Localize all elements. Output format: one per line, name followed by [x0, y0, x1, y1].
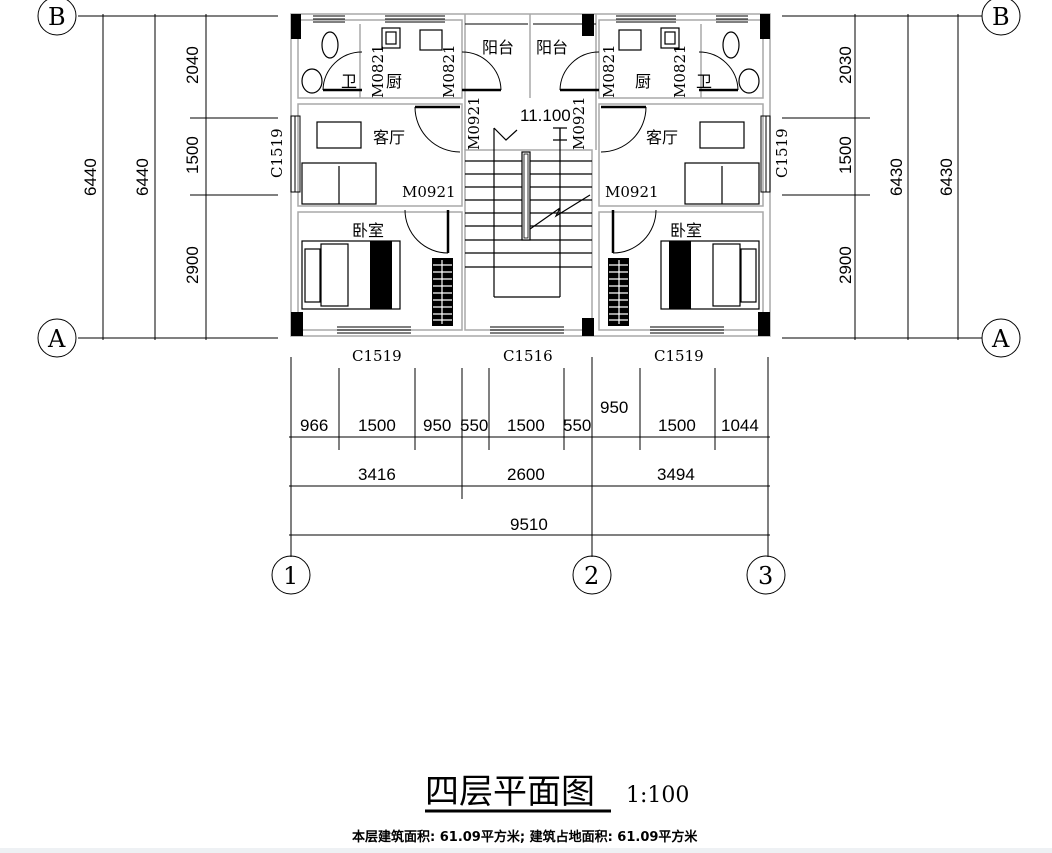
room-balcony-left: 阳台 [482, 38, 514, 57]
door-label-kitchen-left: M0821 [440, 44, 458, 98]
door-label-bath-right: M0821 [671, 44, 689, 98]
axis-3: 3 [758, 562, 773, 590]
door-label-entry-right: M0921 [570, 96, 588, 150]
dim-bottom-7: 950 [600, 398, 628, 417]
axis-1: 1 [283, 562, 298, 590]
room-bedroom-left: 卧室 [352, 221, 384, 240]
area-note: 本层建筑面积: 61.09平方米; 建筑占地面积: 61.09平方米 [352, 829, 698, 845]
dim-right-total-1: 6430 [887, 158, 906, 196]
dim-left-total-2: 6440 [133, 158, 152, 196]
left-dimension-lines [78, 14, 278, 340]
axis-b-left: B [48, 3, 66, 31]
dim-right-total-2: 6430 [937, 158, 956, 196]
room-kitchen-right: 厨 [635, 72, 651, 91]
dim-bottom-5: 1500 [507, 416, 545, 435]
dim-bottom-row2-2: 2600 [507, 465, 545, 484]
dim-bottom-3: 950 [423, 416, 451, 435]
dim-left-3: 2900 [183, 246, 202, 284]
drawing-title: 四层平面图 [425, 772, 595, 812]
dim-bottom-total: 9510 [510, 515, 548, 534]
door-label-bedroom-right: M0921 [605, 183, 659, 201]
window-label-bottom-right: C1519 [654, 347, 704, 365]
dim-bottom-row2-1: 3416 [358, 465, 396, 484]
dim-bottom-9: 1044 [721, 416, 759, 435]
axis-b-right: B [992, 3, 1010, 31]
room-bedroom-right: 卧室 [670, 221, 702, 240]
window-label-bottom-center: C1516 [503, 347, 553, 365]
window-label-right: C1519 [773, 128, 791, 178]
dim-left-2: 1500 [183, 136, 202, 174]
room-living-right: 客厅 [646, 128, 678, 147]
right-unit [531, 12, 772, 338]
dim-bottom-1: 966 [300, 416, 328, 435]
dim-right-3: 2900 [836, 246, 855, 284]
staircase [464, 14, 594, 336]
bottom-bar [0, 848, 1052, 853]
axis-a-right: A [991, 325, 1010, 353]
window-label-bottom-left: C1519 [352, 347, 402, 365]
dim-bottom-8: 1500 [658, 416, 696, 435]
right-dimension-lines [782, 14, 982, 340]
room-bath-right: 卫 [696, 72, 712, 91]
door-label-bedroom-left: M0921 [402, 183, 456, 201]
elevation-label: 11.100 [520, 106, 571, 125]
axis-a-left: A [47, 325, 66, 353]
dim-bottom-2: 1500 [358, 416, 396, 435]
dim-left-1: 2040 [183, 46, 202, 84]
dim-right-1: 2030 [836, 46, 855, 84]
dim-left-total-1: 6440 [81, 158, 100, 196]
left-unit [289, 12, 530, 338]
dim-bottom-4: 550 [460, 416, 488, 435]
room-living-left: 客厅 [373, 128, 405, 147]
door-label-bath-left: M0821 [369, 44, 387, 98]
dim-bottom-6: 550 [563, 416, 591, 435]
room-kitchen-left: 厨 [386, 72, 402, 91]
door-label-kitchen-right: M0821 [600, 44, 618, 98]
bottom-dimension-lines [289, 357, 770, 557]
window-label-left: C1519 [268, 128, 286, 178]
room-balcony-right: 阳台 [536, 38, 568, 57]
dim-bottom-row2-3: 3494 [657, 465, 695, 484]
room-bath-left: 卫 [341, 72, 357, 91]
dim-right-2: 1500 [836, 136, 855, 174]
door-label-entry-left: M0921 [465, 96, 483, 150]
drawing-scale: 1:100 [626, 783, 689, 808]
axis-2: 2 [584, 562, 599, 590]
